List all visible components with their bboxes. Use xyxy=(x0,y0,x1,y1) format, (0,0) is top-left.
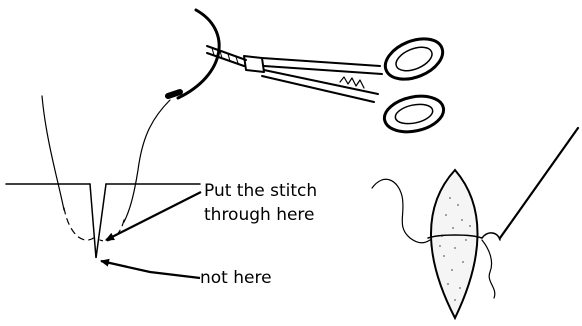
pointer-arrows xyxy=(101,192,201,278)
arrow-stitch-here xyxy=(106,192,201,240)
stitch-here-label-line1: Put the stitch xyxy=(204,179,317,203)
wound-cross-section xyxy=(6,96,200,258)
stitch-here-label-line2: through here xyxy=(204,203,317,227)
arrow-not-here xyxy=(101,261,200,278)
not-here-label: not here xyxy=(200,266,272,290)
sutured-wound-icon xyxy=(372,128,578,318)
stitch-here-label: Put the stitch through here xyxy=(204,179,317,227)
